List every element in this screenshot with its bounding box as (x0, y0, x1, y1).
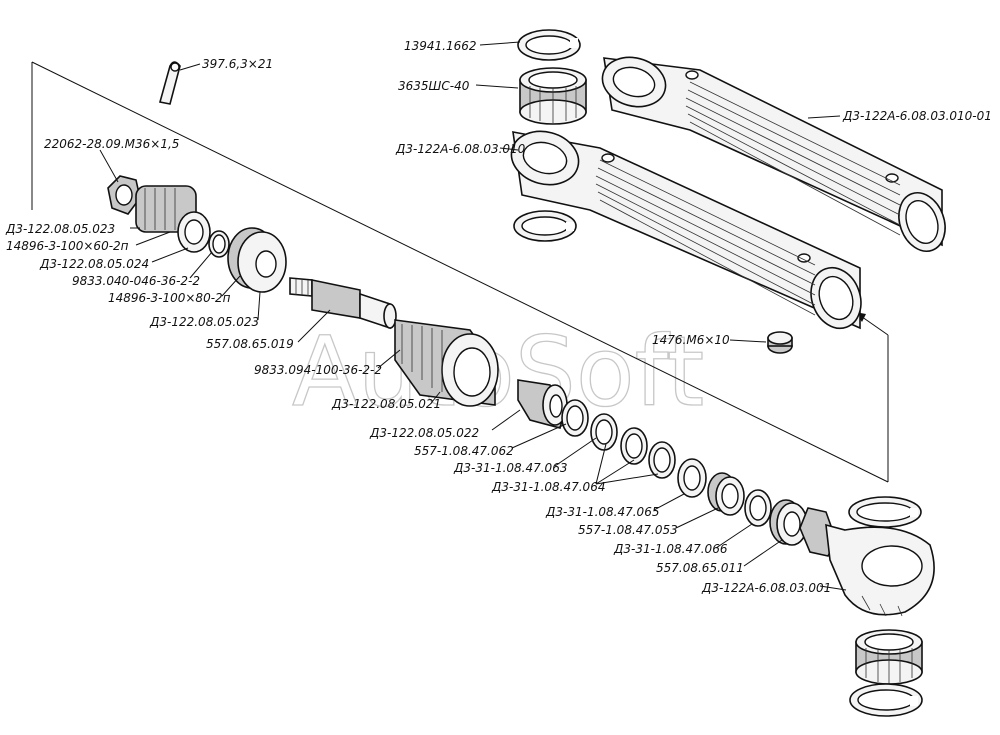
label-nut-011: 557.08.65.011 (656, 561, 744, 575)
label-screw-1476: 1476.М6×10 (652, 333, 730, 347)
label-bush-022: Д3-122.08.05.022 (369, 426, 479, 440)
leader-lines (99, 41, 847, 591)
bushing-cup (227, 227, 287, 293)
label-bearing-3635: 3635ШС-40 (398, 79, 470, 93)
o-ring-small (208, 230, 230, 258)
cap-screw (767, 331, 793, 354)
end-eye (799, 507, 935, 617)
label-eye-001: Д3-122А-6.08.03.001 (701, 581, 831, 595)
label-cotter-pin: 397.6,3×21 (202, 57, 273, 71)
label-plug-023: Д3-122.08.05.023 (5, 222, 115, 236)
washers-series (561, 399, 707, 498)
part-labels: 13941.1662 3635ШС-40 Д3-122А-6.08.03.010… (5, 39, 992, 595)
label-tube-010-01: Д3-122А-6.08.03.010-01 (842, 109, 992, 123)
label-oring-9833-040: 9833.040-046-36-2-2 (72, 274, 200, 288)
tube-lower (510, 130, 862, 330)
label-housing-021: Д3-122.08.05.021 (331, 397, 441, 411)
label-castle-nut: 22062-28.09.М36×1,5 (44, 137, 179, 151)
bearing-bush-small (707, 472, 772, 527)
ball-stud-shaft (289, 277, 397, 330)
label-tube-010: Д3-122А-6.08.03.010 (395, 142, 526, 156)
bearing-top (519, 67, 587, 125)
label-bush-053: 557-1.08.47.053 (578, 523, 678, 537)
label-shaft-019: 557.08.65.019 (206, 337, 294, 351)
label-washer-064: Д3-31-1.08.47.064 (491, 480, 605, 494)
label-seal-14896-80: 14896-3-100×80-2п (108, 291, 231, 305)
ribbed-housing (394, 319, 499, 407)
label-plug-seal: 14896-3-100×60-2п (6, 239, 129, 253)
split-ring-top (517, 29, 581, 61)
inner-bush (517, 379, 568, 429)
split-ring-middle (513, 210, 577, 242)
label-oring-9833-094: 9833.094-100-36-2-2 (254, 363, 382, 377)
split-ring-bottom (849, 683, 923, 717)
split-ring-eye-top (848, 496, 922, 528)
tube-upper (601, 56, 946, 252)
bearing-bottom (855, 629, 923, 685)
label-washer-066: Д3-31-1.08.47.066 (613, 542, 728, 556)
label-024: Д3-122.08.05.024 (39, 257, 149, 271)
label-washer-065: Д3-31-1.08.47.065 (545, 505, 659, 519)
threaded-plug (135, 185, 211, 253)
cotter-pin (158, 61, 181, 105)
label-cup-023: Д3-122.08.05.023 (149, 315, 259, 329)
label-washer-063: Д3-31-1.08.47.063 (453, 461, 567, 475)
hex-nut (769, 499, 808, 546)
label-ring-13941: 13941.1662 (404, 39, 477, 53)
label-washer-062: 557-1.08.47.062 (414, 444, 514, 458)
